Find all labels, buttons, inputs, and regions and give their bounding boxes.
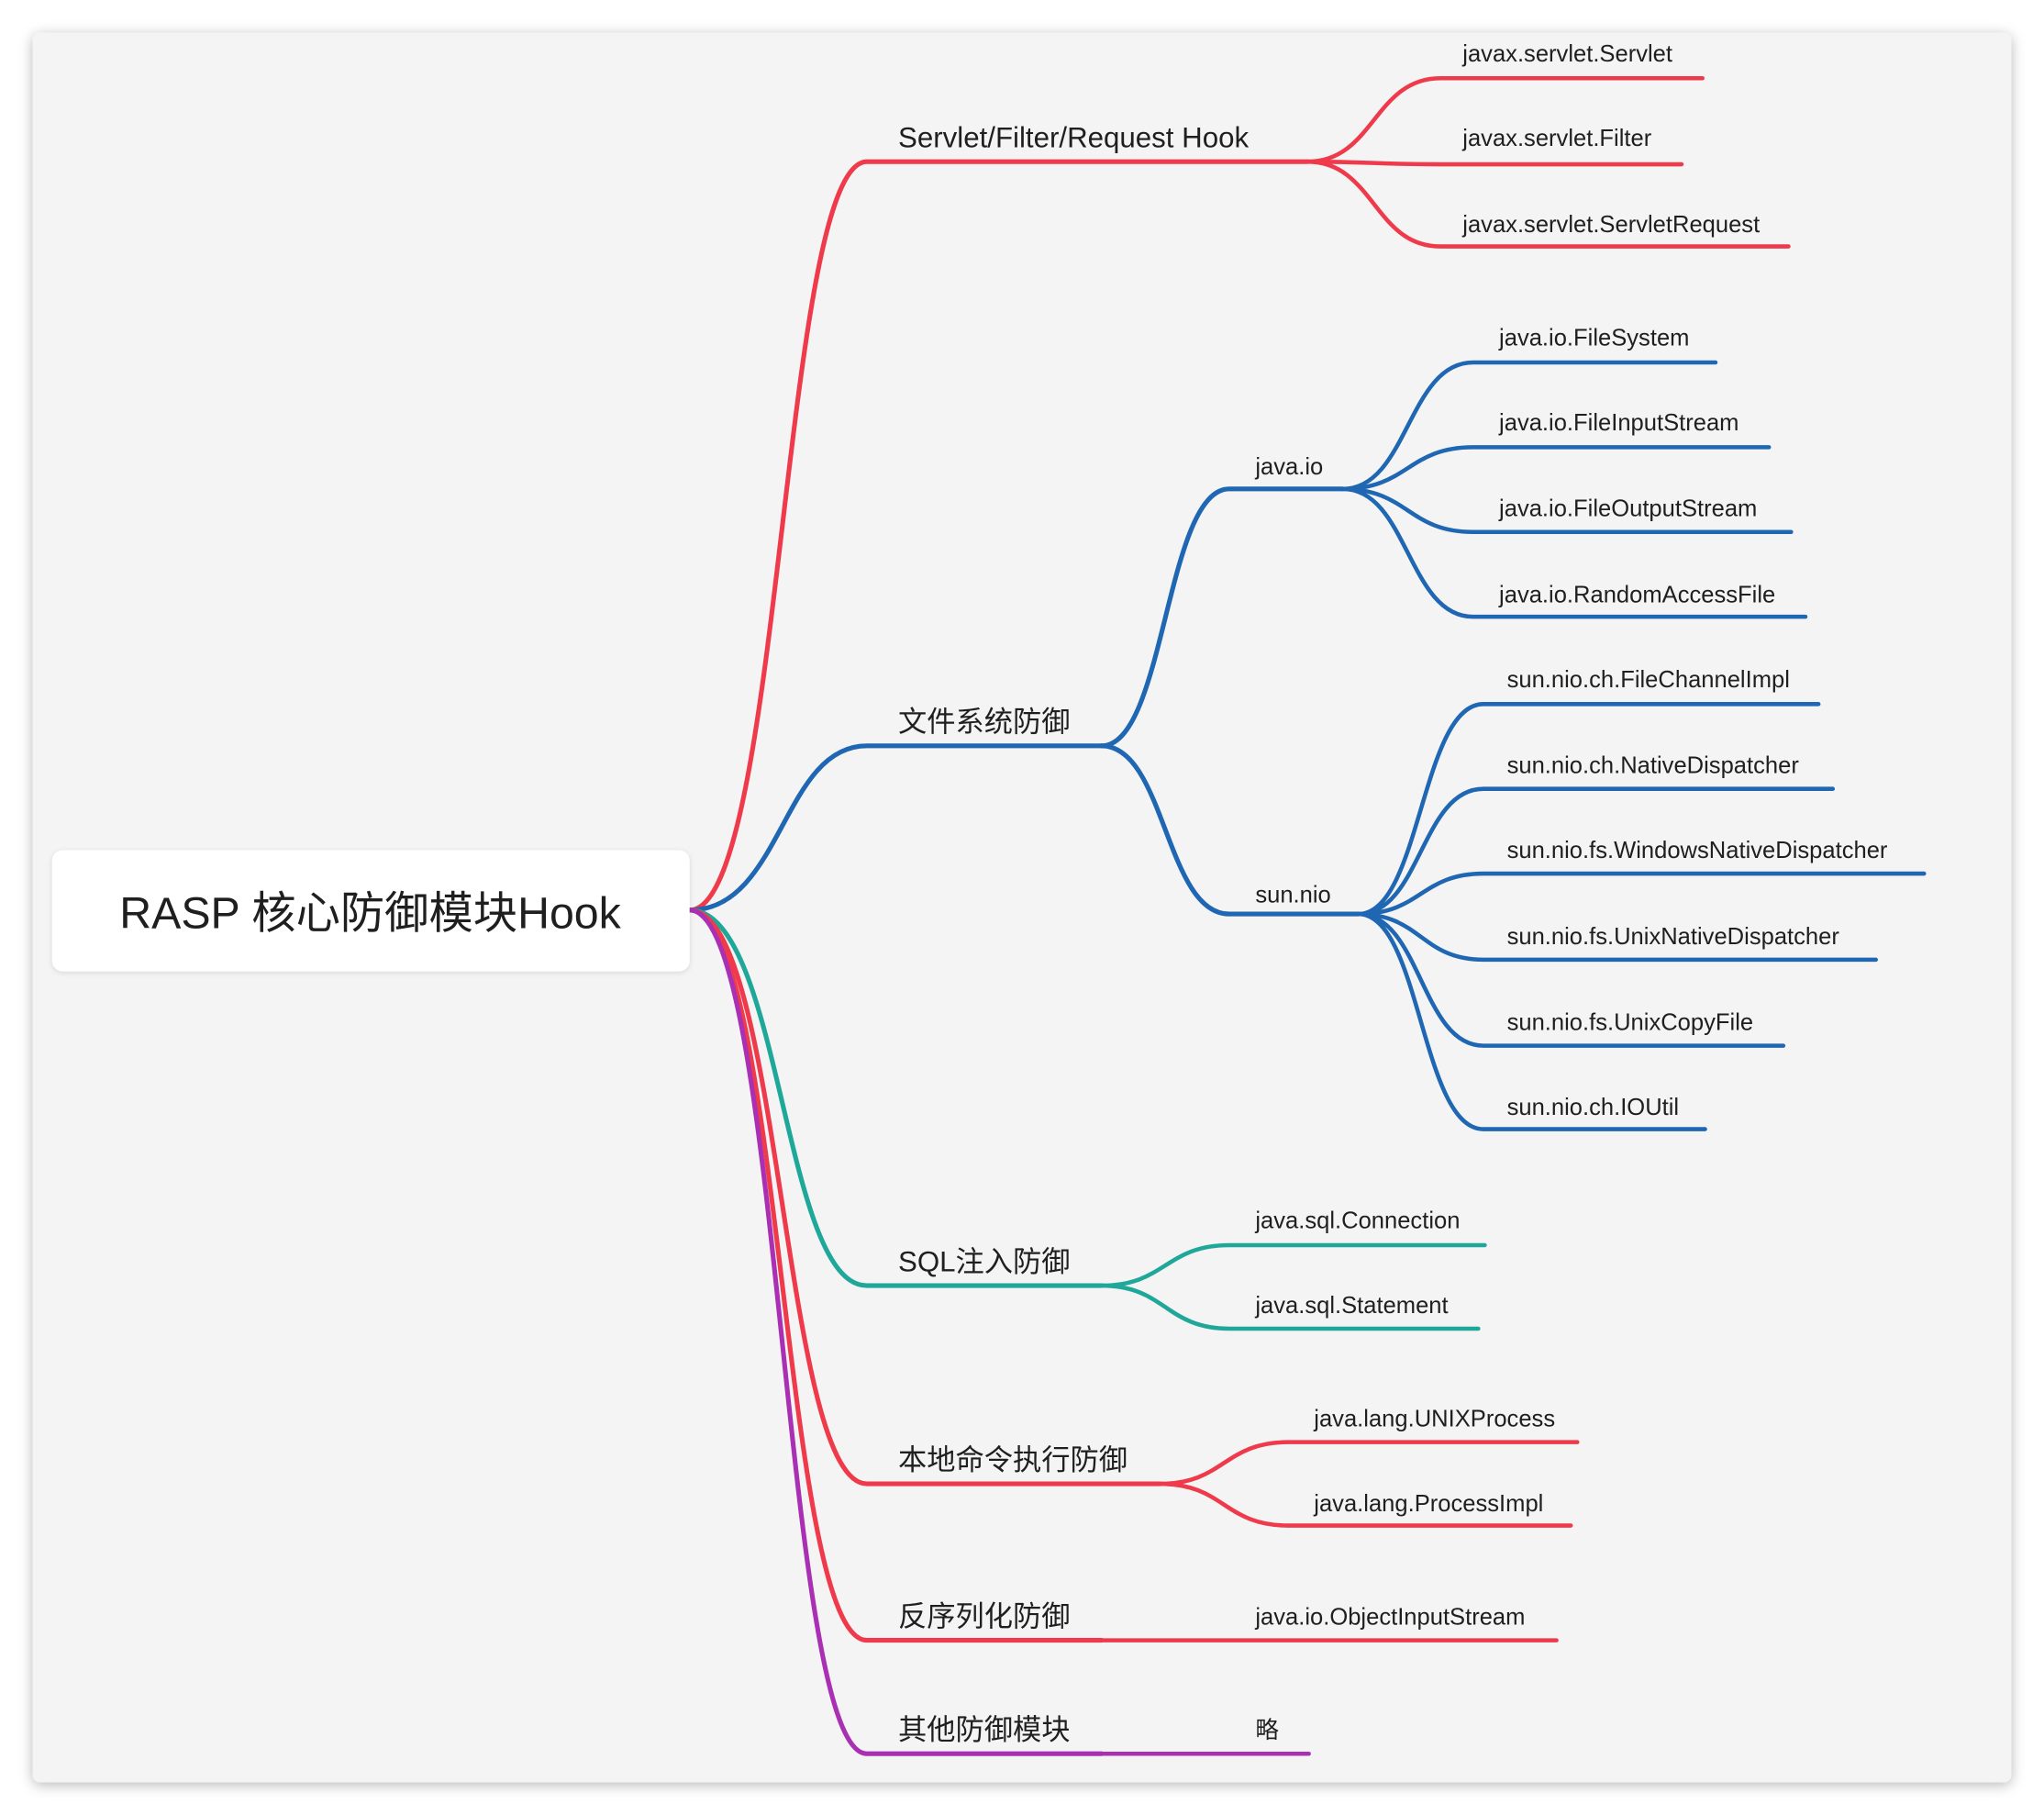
edge-to-javax-servlet-servletrequest: [1305, 159, 1791, 249]
leaf-omitted[interactable]: 略: [1255, 1718, 1279, 1743]
edge-to-java-io-filesystem: [1340, 360, 1718, 492]
edge-to-sun-nio-fs-unixcopyfile: [1356, 911, 1786, 1048]
edge-to-sun-nio-ch-nativedispatcher: [1356, 786, 1836, 917]
leaf-javax-servlet-filter[interactable]: javax.servlet.Filter: [1461, 126, 1651, 151]
edge-to-java-sql-statement: [1099, 1283, 1481, 1331]
leaf-sun-nio-ch-nativedispatcher[interactable]: sun.nio.ch.NativeDispatcher: [1507, 753, 1800, 779]
edge-to-javax-servlet-servlet: [1305, 75, 1705, 164]
edge-to-javax-servlet-filter: [1305, 159, 1684, 167]
leaf-sun-nio-fs-unixnativedispatcher[interactable]: sun.nio.fs.UnixNativeDispatcher: [1507, 924, 1840, 950]
edge-to-sun-nio-fs-unixnativedispatcher: [1356, 911, 1878, 963]
canvas-card: [32, 32, 2012, 1783]
edge-to-java-lang-processimpl: [1158, 1481, 1573, 1528]
leaf-sun-nio-ch-ioutil[interactable]: sun.nio.ch.IOUtil: [1507, 1095, 1680, 1120]
edge-to-sun-nio-ch-filechannelimpl: [1356, 702, 1821, 917]
leaf-java-io-randomaccessfile[interactable]: java.io.RandomAccessFile: [1498, 582, 1775, 607]
edge-root-to-servlet-hook: [687, 159, 1310, 913]
root-node-title[interactable]: RASP 核心防御模块Hook: [119, 889, 621, 939]
branch-file-system-defense[interactable]: 文件系统防御 java.io java.io.FileSystem java.i…: [687, 326, 1927, 1131]
edge-root-to-file-system-defense: [687, 743, 1105, 913]
edge-to-java-lang-unixprocess: [1158, 1440, 1580, 1487]
edge-to-java-sql-connection: [1099, 1242, 1487, 1288]
branch-label-command-execution-defense[interactable]: 本地命令执行防御: [898, 1443, 1128, 1475]
edge-to-java-io-fileinputstream: [1340, 445, 1772, 492]
branch-label-servlet-hook[interactable]: Servlet/Filter/Request Hook: [898, 122, 1249, 154]
leaf-javax-servlet-servlet[interactable]: javax.servlet.Servlet: [1461, 41, 1672, 67]
edge-root-to-sql-injection-defense: [687, 908, 1105, 1288]
leaf-java-io-objectinputstream[interactable]: java.io.ObjectInputStream: [1254, 1605, 1525, 1631]
branch-servlet-hook[interactable]: Servlet/Filter/Request Hook javax.servle…: [687, 41, 1791, 913]
leaf-java-sql-connection[interactable]: java.sql.Connection: [1254, 1208, 1460, 1234]
branch-deserialization-defense[interactable]: 反序列化防御 java.io.ObjectInputStream: [687, 908, 1559, 1643]
node-java-io[interactable]: java.io: [1254, 454, 1323, 480]
leaf-javax-servlet-servletrequest[interactable]: javax.servlet.ServletRequest: [1461, 212, 1760, 238]
edge-to-sun-nio-ch-ioutil: [1356, 911, 1707, 1131]
leaf-java-io-filesystem[interactable]: java.io.FileSystem: [1498, 326, 1689, 351]
leaf-java-lang-unixprocess[interactable]: java.lang.UNIXProcess: [1313, 1407, 1555, 1432]
branch-label-file-system-defense[interactable]: 文件系统防御: [898, 706, 1070, 738]
leaf-sun-nio-fs-windowsnativedispatcher[interactable]: sun.nio.fs.WindowsNativeDispatcher: [1507, 838, 1888, 863]
edge-to-java-io-fileoutputstream: [1340, 486, 1794, 535]
leaf-sun-nio-fs-unixcopyfile[interactable]: sun.nio.fs.UnixCopyFile: [1507, 1010, 1754, 1036]
leaf-java-sql-statement[interactable]: java.sql.Statement: [1254, 1293, 1448, 1319]
branch-other-defense-modules[interactable]: 其他防御模块 略: [687, 908, 1311, 1756]
edge-root-to-command-execution-defense: [687, 908, 1163, 1487]
branch-sql-injection-defense[interactable]: SQL注入防御 java.sql.Connection java.sql.Sta…: [687, 908, 1487, 1331]
leaf-sun-nio-ch-filechannelimpl[interactable]: sun.nio.ch.FileChannelImpl: [1507, 667, 1790, 693]
node-sun-nio[interactable]: sun.nio: [1255, 882, 1330, 908]
leaf-java-lang-processimpl[interactable]: java.lang.ProcessImpl: [1313, 1491, 1543, 1517]
branch-label-other-defense-modules[interactable]: 其他防御模块: [898, 1714, 1070, 1746]
edge-to-sun-nio: [1099, 743, 1361, 917]
leaf-java-io-fileinputstream[interactable]: java.io.FileInputStream: [1498, 410, 1739, 436]
branch-label-deserialization-defense[interactable]: 反序列化防御: [898, 1600, 1070, 1632]
branch-command-execution-defense[interactable]: 本地命令执行防御 java.lang.UNIXProcess java.lang…: [687, 908, 1580, 1528]
root-node[interactable]: RASP 核心防御模块Hook: [51, 850, 690, 972]
edge-to-java-io-randomaccessfile: [1340, 486, 1808, 619]
edge-root-to-other-defense-modules: [687, 908, 1105, 1756]
root-node-box: [51, 850, 690, 972]
branch-label-sql-injection-defense[interactable]: SQL注入防御: [898, 1245, 1071, 1277]
leaf-java-io-fileoutputstream[interactable]: java.io.FileOutputStream: [1498, 496, 1757, 522]
edge-to-sun-nio-fs-windowsnativedispatcher: [1356, 871, 1927, 917]
edge-to-java-io: [1099, 486, 1346, 749]
